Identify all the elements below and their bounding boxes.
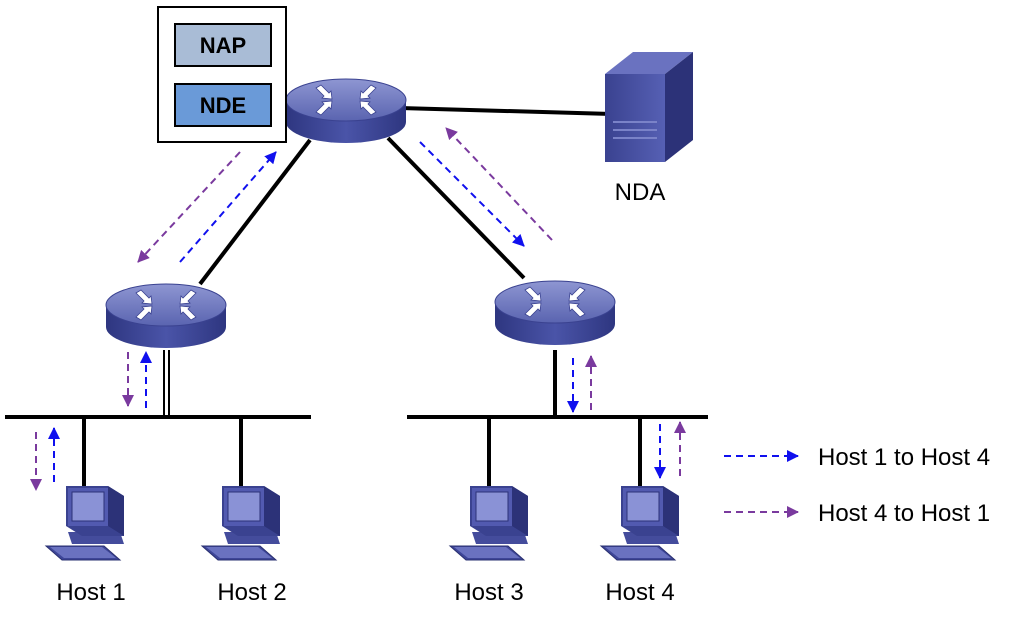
legend-host4-to-host1-label: Host 4 to Host 1 (818, 500, 990, 527)
core-router-icon[interactable] (285, 78, 407, 144)
right-router-icon[interactable] (494, 280, 616, 346)
nap-nde-box: NAP NDE (157, 6, 287, 143)
host-4-computer-icon[interactable] (600, 485, 680, 561)
host-1-computer-icon[interactable] (45, 485, 125, 561)
host-1-label: Host 1 (56, 579, 125, 606)
link-core-to-nda (399, 106, 613, 116)
host-3-label: Host 3 (454, 579, 523, 606)
flow-purple-right-to-core (445, 127, 553, 241)
nde-block[interactable] (174, 83, 272, 127)
flow-arrows (30, 127, 686, 491)
nap-label: NAP (200, 33, 246, 58)
nda-server-icon[interactable] (605, 52, 693, 162)
network-links (163, 106, 613, 418)
nap-block[interactable] (174, 23, 272, 67)
flow-purple-core-to-left (137, 151, 241, 263)
nde-label: NDE (200, 93, 246, 118)
legend: Host 1 to Host 4 Host 4 to Host 1 (724, 444, 990, 527)
host-2-label: Host 2 (217, 579, 286, 606)
nda-label: NDA (615, 179, 666, 206)
link-core-to-right-router (386, 136, 526, 280)
flow-blue-left-to-core (179, 151, 277, 263)
link-core-to-left-router (198, 138, 312, 286)
legend-host1-to-host4-label: Host 1 to Host 4 (818, 444, 990, 471)
flow-blue-core-to-right (419, 141, 525, 247)
host-3-computer-icon[interactable] (449, 485, 529, 561)
host-2-computer-icon[interactable] (201, 485, 281, 561)
left-router-icon[interactable] (105, 283, 227, 349)
host-4-label: Host 4 (605, 579, 674, 606)
